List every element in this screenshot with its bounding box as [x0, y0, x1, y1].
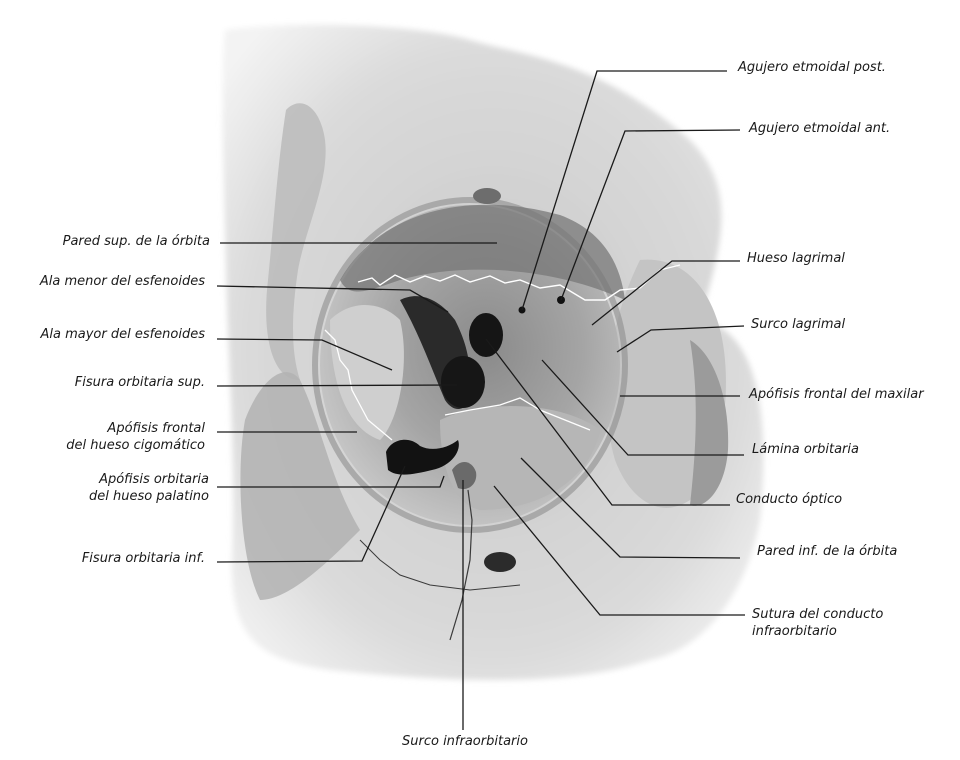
leader-conducto-optico: [485, 338, 730, 506]
label-fisura-inf: Fisura orbitaria inf.: [81, 551, 205, 566]
leader-etmoidal-post: [521, 70, 727, 311]
leader-fisura-inf: [216, 465, 406, 563]
sphenoid-greater-wing: [330, 305, 404, 440]
label-etmoidal-post: Agujero etmoidal post.: [738, 60, 886, 75]
label-surco-infraorbitario: Surco infraorbitario: [402, 734, 528, 749]
leader-lamina-orbitaria: [541, 359, 744, 456]
optic-canal: [469, 313, 503, 357]
leader-lagrimal: [591, 260, 740, 326]
leader-fisura-sup: [216, 384, 458, 387]
leader-etmoidal-ant: [560, 129, 741, 301]
leader-ala-mayor: [216, 338, 393, 371]
infraorbital-foramen: [484, 552, 516, 572]
palatine-orbital-process: [452, 461, 477, 490]
label-surco-lagrimal: Surco lagrimal: [751, 317, 846, 332]
label-ala-mayor: Ala mayor del esfenoides: [40, 327, 205, 342]
supraorbital-nub: [473, 188, 501, 204]
nasal-cavity-shadow: [690, 340, 729, 506]
label-fisura-sup: Fisura orbitaria sup.: [74, 375, 205, 390]
suture-upper: [357, 264, 681, 301]
leader-pared-inf: [520, 457, 741, 559]
label-apofisis-frontal-maxilar: Apófisis frontal del maxilar: [749, 387, 924, 402]
label-etmoidal-ant: Agujero etmoidal ant.: [749, 121, 891, 136]
superior-wall: [340, 204, 625, 300]
leader-sutura-conducto: [493, 485, 745, 616]
fissure-lower-lobe: [441, 356, 485, 408]
label-sutura-conducto: Sutura del conducto infraorbitario: [752, 607, 884, 639]
suture-inferior: [444, 397, 591, 431]
orbit-rim: [312, 197, 628, 533]
label-conducto-optico: Conducto óptico: [736, 492, 843, 507]
zygomatic-body: [240, 372, 360, 600]
label-lagrimal: Hueso lagrimal: [747, 251, 845, 266]
label-apofisis-orbitaria-palatino: Apófisis orbitaria del hueso palatino: [88, 472, 209, 504]
label-pared-sup: Pared sup. de la órbita: [62, 234, 210, 249]
label-apofisis-frontal-cigomatico: Apófisis frontal del hueso cigomático: [66, 421, 205, 453]
suture-lower-rim: [359, 539, 521, 591]
leader-surco-lagrimal: [616, 325, 745, 353]
leader-apofisis-orb-pal: [217, 475, 445, 488]
frontal-process-ridge: [266, 103, 326, 380]
inferior-orbital-fissure: [386, 439, 459, 475]
suture-infraorbital: [449, 489, 473, 641]
leader-ala-menor: [216, 285, 449, 313]
label-ala-menor: Ala menor del esfenoides: [39, 274, 205, 289]
label-pared-inf: Pared inf. de la órbita: [757, 544, 898, 559]
label-lamina-orbitaria: Lámina orbitaria: [752, 442, 859, 457]
inferior-wall: [440, 406, 600, 510]
